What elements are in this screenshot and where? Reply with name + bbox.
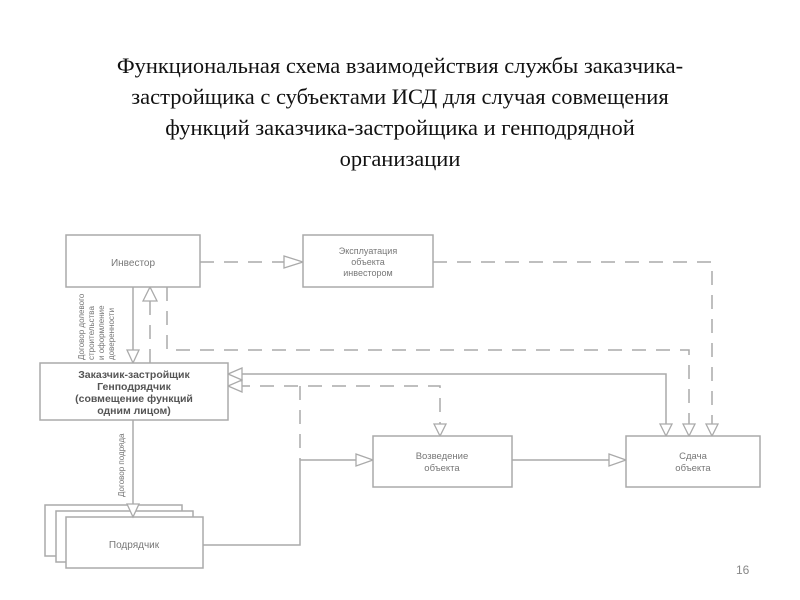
arrow-head [681, 423, 697, 438]
connector-investor-handover [166, 287, 690, 428]
box-handover [625, 435, 761, 488]
box-contractor [65, 516, 204, 569]
box-customer-label: Заказчик-застройщик [78, 369, 190, 381]
box-customer [39, 362, 229, 421]
slide-title: Функциональная схема взаимодействия служ… [40, 50, 760, 174]
equity-contract-label: доверенности [107, 308, 116, 360]
subcontract-label: Договор подряда [117, 433, 126, 497]
arrow-head [283, 255, 306, 269]
equity-contract-label: и оформление [97, 305, 106, 360]
box-handover-label: объекта [675, 463, 711, 474]
box-operation-label: Эксплуатация [339, 246, 398, 256]
connector-customer-handover [236, 373, 667, 428]
box-customer-label: одним лицом) [97, 405, 171, 417]
box-construction [372, 435, 513, 488]
connector-contractor-construction [203, 459, 366, 546]
box-customer-label: Генподрядчик [97, 381, 172, 393]
box-investor [65, 234, 201, 288]
box-operation-label: инвестором [343, 268, 392, 278]
box-contractor-label: Подрядчик [109, 540, 160, 551]
arrow-head [141, 285, 159, 302]
box-construction-label: объекта [424, 463, 460, 474]
box-customer-label: (совмещение функций [75, 393, 193, 405]
title-line: организации [339, 146, 461, 171]
arrow-head [226, 379, 243, 393]
connector-customer-construction [236, 385, 441, 428]
title-line: Функциональная схема взаимодействия служ… [116, 53, 684, 78]
arrow-head [125, 349, 141, 365]
box-operation [302, 234, 434, 288]
arrow-head [608, 453, 628, 467]
connector-operation-handover [433, 261, 713, 428]
box-investor-label: Инвестор [111, 258, 156, 269]
equity-contract-label: строительства [87, 306, 96, 360]
title-line: застройщика с субъектами ИСД для случая … [131, 84, 669, 109]
arrow-head [704, 423, 720, 438]
box-operation-label: объекта [351, 257, 385, 267]
page-number: 16 [736, 563, 750, 577]
arrow-head [125, 503, 141, 519]
arrow-head [432, 423, 448, 438]
box-construction-label: Возведение [416, 451, 469, 462]
arrow-head [355, 453, 375, 467]
equity-contract-label: Договор долевого [77, 293, 86, 360]
title-line: функций заказчика-застройщика и генподря… [165, 115, 635, 140]
arrow-head [226, 367, 243, 381]
arrow-head [658, 423, 674, 438]
box-handover-label: Сдача [679, 451, 707, 462]
